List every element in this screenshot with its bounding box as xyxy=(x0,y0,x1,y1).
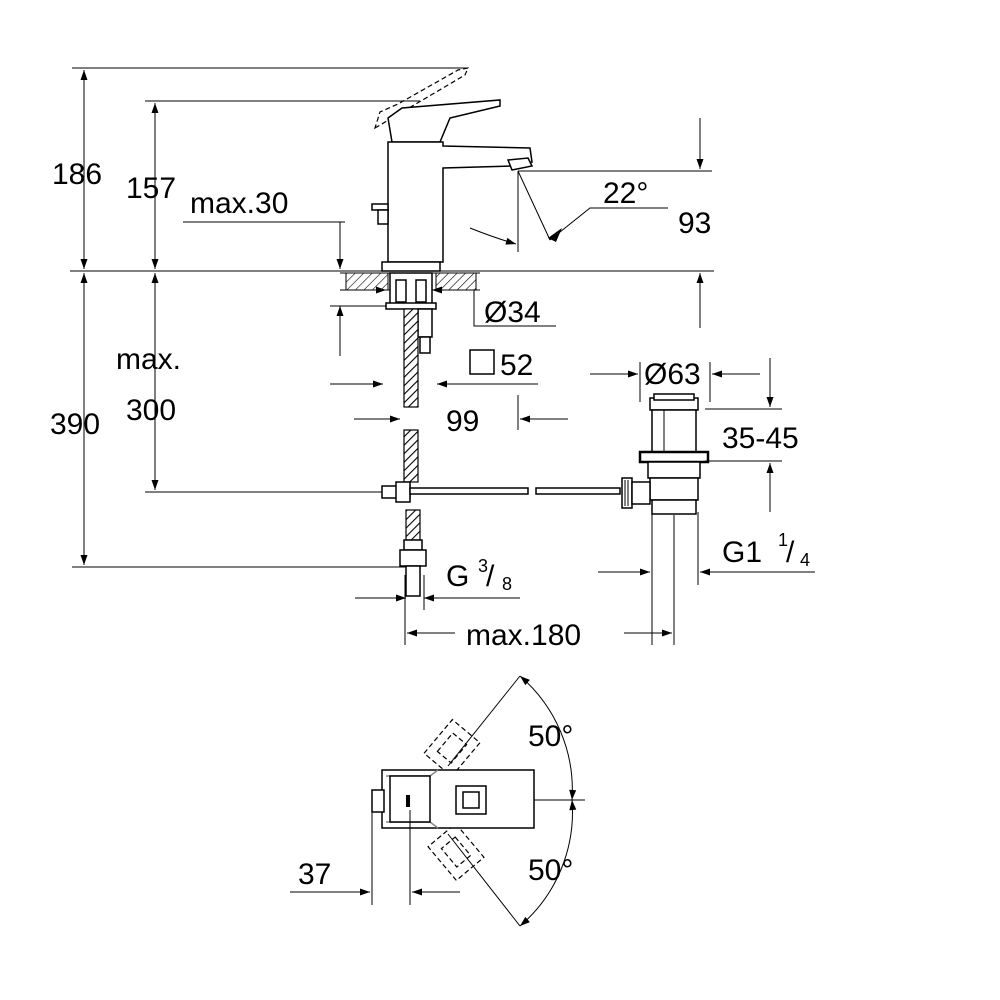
thread-g114-numerator: 1 xyxy=(778,530,788,550)
dim-37: 37 xyxy=(298,858,331,891)
thread-g114-denominator: 4 xyxy=(800,550,810,570)
dim-max-word: max. xyxy=(116,343,181,376)
dim-157: 157 xyxy=(126,172,176,205)
thread-g38-slash: / xyxy=(486,560,495,593)
square-symbol-icon xyxy=(469,349,495,375)
dim-max30: max.30 xyxy=(190,187,288,220)
dim-angle-50-bottom: 50° xyxy=(528,854,573,887)
dim-angle-22: 22° xyxy=(603,177,648,210)
dim-300: 300 xyxy=(126,394,176,427)
dim-angle-50-top: 50° xyxy=(528,720,573,753)
dim-square-52: 52 xyxy=(500,349,533,382)
thread-g38-denominator: 8 xyxy=(502,574,512,594)
dim-186: 186 xyxy=(52,158,102,191)
dim-93: 93 xyxy=(678,207,711,240)
dim-diameter-63: Ø63 xyxy=(644,358,701,391)
faucet-side-view xyxy=(340,67,621,597)
dim-max180: max.180 xyxy=(466,619,581,652)
dim-range-35-45: 35-45 xyxy=(722,422,799,455)
thread-g114-main: G1 xyxy=(722,536,762,569)
thread-g114-slash: / xyxy=(786,536,795,569)
dim-diameter-34: Ø34 xyxy=(484,296,541,329)
faucet-top-view xyxy=(290,675,585,927)
dim-99: 99 xyxy=(446,405,479,438)
dimension-labels: 186 157 max.30 22° 93 Ø34 52 max. 300 39… xyxy=(50,158,810,891)
dim-390: 390 xyxy=(50,408,100,441)
drain-assembly xyxy=(621,393,710,515)
thread-g38-main: G xyxy=(446,560,469,593)
thread-g38-numerator: 3 xyxy=(478,556,488,576)
